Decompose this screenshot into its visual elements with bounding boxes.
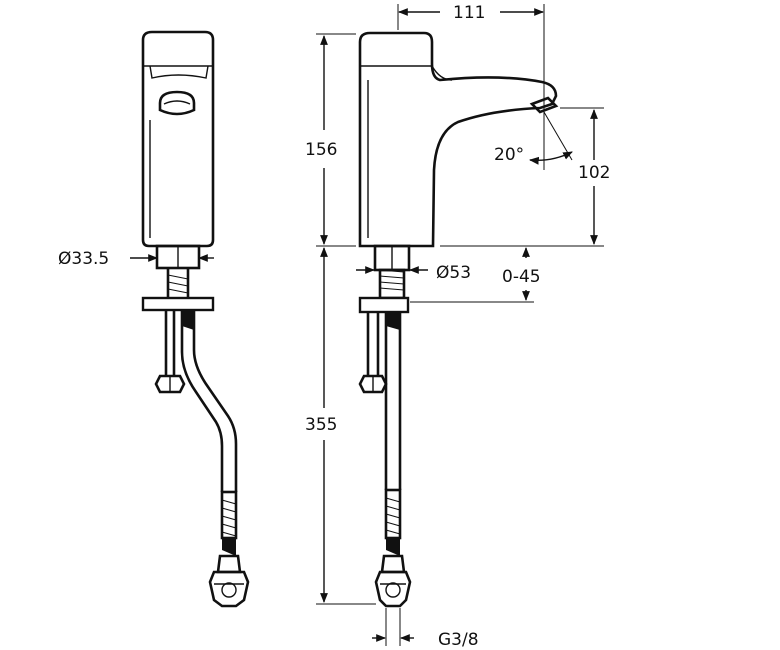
dim-diameter-front: Ø53 [436,263,471,283]
front-body [358,31,558,248]
push-button-icon [158,90,196,116]
aerator-icon [529,96,559,114]
dim-thread: G3/8 [438,630,479,650]
side-bent-pipe [180,310,224,492]
front-small-nut [358,374,388,394]
front-view: 111 156 355 102 20° Ø53 0-45 [305,3,610,650]
dim-deck-thickness: 0-45 [502,267,541,287]
dim-spout-height: 102 [578,163,610,183]
front-main-pipe [384,312,402,490]
side-view: Ø33.5 [58,30,250,608]
side-small-nut [154,374,186,394]
dim-pipe-length: 355 [305,415,337,435]
side-bottom-fitting [208,570,250,608]
front-bottom-fitting [374,570,412,608]
side-body [141,30,215,248]
dim-spout-angle: 20° [494,145,524,165]
dim-spout-reach: 111 [453,3,485,23]
dim-body-height: 156 [305,140,337,160]
dim-diameter-side: Ø33.5 [58,249,109,269]
